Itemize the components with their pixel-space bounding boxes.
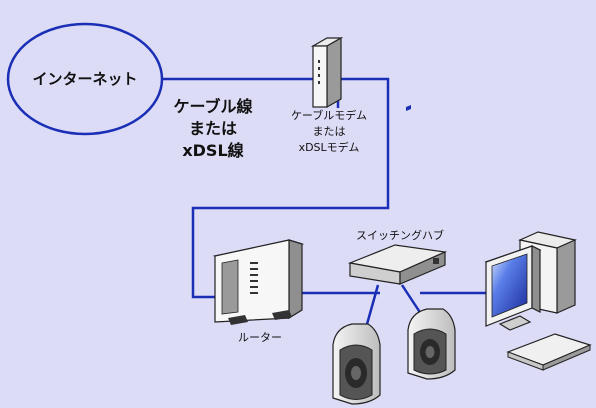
link-label-line-3: xDSL線 — [182, 141, 244, 160]
switching-hub-label: スイッチングハブ — [356, 229, 444, 242]
speaker-left — [332, 323, 381, 405]
internet-cloud — [6, 22, 164, 136]
speaker-right — [407, 308, 456, 380]
switching-hub-device — [347, 104, 448, 285]
modem-device — [310, 36, 344, 109]
link-label-line-1: ケーブル線 — [173, 97, 253, 116]
modem-label: ケーブルモデム または xDSLモデム — [274, 108, 384, 156]
router-device — [212, 239, 305, 325]
link-label: ケーブル線 または xDSL線 — [163, 96, 263, 162]
internet-label: インターネット — [32, 70, 138, 88]
link-label-line-2: または — [188, 119, 237, 138]
computer-device — [484, 231, 592, 371]
router-label: ルーター — [238, 331, 282, 344]
modem-label-line-2: または — [312, 125, 346, 138]
modem-label-line-3: xDSLモデム — [298, 141, 360, 154]
modem-label-line-1: ケーブルモデム — [290, 109, 368, 122]
